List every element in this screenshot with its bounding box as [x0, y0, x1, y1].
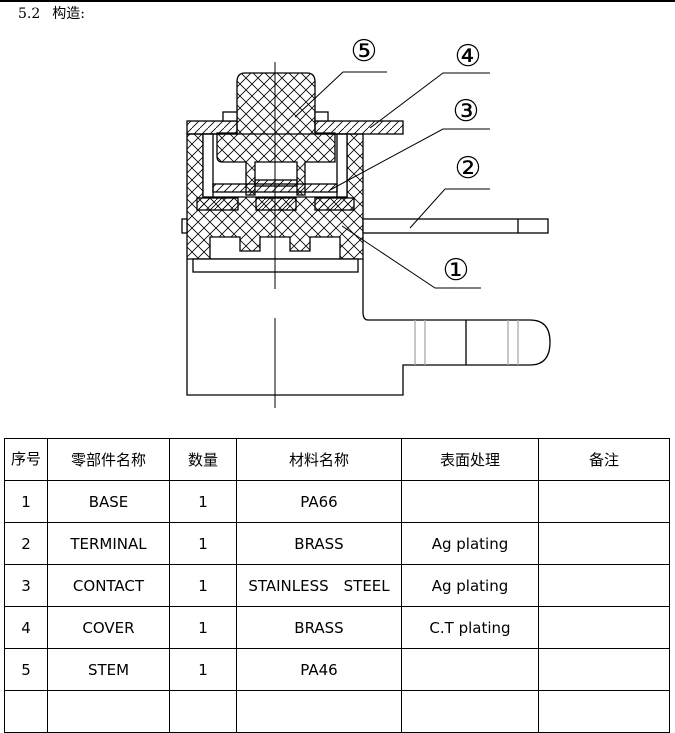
cell-qty: 1 — [169, 606, 237, 649]
section-heading: 5.2 构造: — [18, 3, 97, 23]
cell-part: BASE — [47, 480, 170, 523]
structure-drawing: ⑤ ④ ③ ② ① — [181, 34, 551, 408]
callout-2: ② — [455, 151, 482, 186]
cell-material: PA66 — [236, 480, 402, 523]
terminal-part — [196, 197, 549, 234]
header-note: 备注 — [538, 438, 670, 481]
cell-no: 1 — [4, 480, 48, 523]
header-material: 材料名称 — [236, 438, 402, 481]
header-part: 零部件名称 — [47, 438, 170, 481]
cell-part: COVER — [47, 606, 170, 649]
cell-material — [236, 690, 402, 733]
cell-note — [538, 564, 670, 607]
cell-no: 5 — [4, 648, 48, 691]
cell-part: STEM — [47, 648, 170, 691]
cell-material: BRASS — [236, 522, 402, 565]
cell-no — [4, 690, 48, 733]
cell-qty: 1 — [169, 564, 237, 607]
cell-surface — [401, 690, 539, 733]
cell-part: TERMINAL — [47, 522, 170, 565]
cell-qty: 1 — [169, 522, 237, 565]
cell-surface: C.T plating — [401, 606, 539, 649]
header-no: 序号 — [4, 438, 48, 481]
section-title: 构造: — [52, 6, 85, 22]
table-header-row: 序号 零部件名称 数量 材料名称 表面处理 备注 — [4, 438, 670, 481]
callout-4: ④ — [455, 39, 482, 74]
callout-3: ③ — [453, 94, 480, 129]
cell-note — [538, 606, 670, 649]
cell-note — [538, 690, 670, 733]
cell-surface — [401, 480, 539, 523]
callout-5: ⑤ — [351, 34, 378, 69]
cover-part — [186, 111, 404, 135]
header-qty: 数量 — [169, 438, 237, 481]
base-part — [181, 133, 551, 396]
cell-qty: 1 — [169, 480, 237, 523]
cell-part — [47, 690, 170, 733]
cell-note — [538, 522, 670, 565]
cell-material: STAINLESS STEEL — [236, 564, 402, 607]
cell-no: 4 — [4, 606, 48, 649]
cell-material: PA46 — [236, 648, 402, 691]
header-surface: 表面处理 — [401, 438, 539, 481]
table-row — [4, 690, 670, 733]
callout-1: ① — [443, 253, 470, 288]
cell-surface: Ag plating — [401, 564, 539, 607]
callout-leaders — [294, 71, 490, 289]
cell-surface: Ag plating — [401, 522, 539, 565]
cell-note — [538, 480, 670, 523]
section-number: 5.2 — [18, 6, 41, 22]
cell-note — [538, 648, 670, 691]
cell-surface — [401, 648, 539, 691]
cell-qty — [169, 690, 237, 733]
stem-part — [216, 72, 336, 196]
cell-qty: 1 — [169, 648, 237, 691]
cell-no: 2 — [4, 522, 48, 565]
top-rule — [0, 0, 675, 2]
cell-material: BRASS — [236, 606, 402, 649]
cell-part: CONTACT — [47, 564, 170, 607]
cell-no: 3 — [4, 564, 48, 607]
